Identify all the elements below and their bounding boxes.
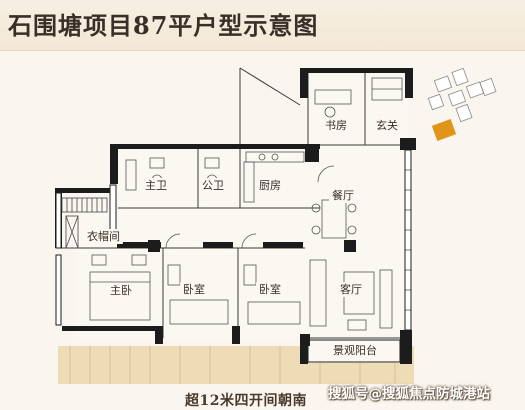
room-floors	[75, 72, 413, 363]
highlighted-unit	[431, 119, 457, 141]
window-hatching	[405, 169, 411, 311]
floor-plan-drawing	[55, 67, 497, 384]
floor-plan: 书房 玄关 主卫 公卫 厨房 餐厅 衣帽间 主卧 卧室 卧室 客厅 景观阳台 超…	[0, 50, 525, 409]
room-public-bath-label: 公卫	[199, 178, 227, 193]
wardrobe-hatch	[61, 197, 108, 249]
watermark-text: 搜狐号@搜狐焦点防城港站	[328, 386, 490, 402]
room-master-bedroom-label: 主卧	[107, 283, 135, 298]
room-study-label: 书房	[322, 118, 350, 133]
balcony-railing	[307, 339, 401, 363]
glazing-lines	[69, 346, 396, 384]
page-title: 石围塘项目87平户型示意图	[8, 11, 319, 40]
orientation-note: 超12米四开间朝南	[185, 393, 307, 409]
room-foyer-label: 玄关	[373, 118, 401, 133]
furniture-outlines	[89, 77, 403, 331]
header-banner: 石围塘项目87平户型示意图	[0, 0, 525, 51]
partition-lines	[60, 67, 410, 339]
room-kitchen-label: 厨房	[256, 178, 284, 193]
room-living-label: 客厅	[337, 282, 365, 297]
room-dining-label: 餐厅	[329, 188, 357, 203]
room-bedroom-1-label: 卧室	[180, 282, 208, 297]
room-wardrobe-label: 衣帽间	[84, 229, 123, 244]
structural-walls	[55, 68, 416, 364]
room-master-bath-label: 主卫	[142, 178, 170, 193]
room-bedroom-2-label: 卧室	[256, 282, 284, 297]
room-balcony-label: 景观阳台	[330, 343, 380, 358]
key-plan	[427, 67, 497, 141]
